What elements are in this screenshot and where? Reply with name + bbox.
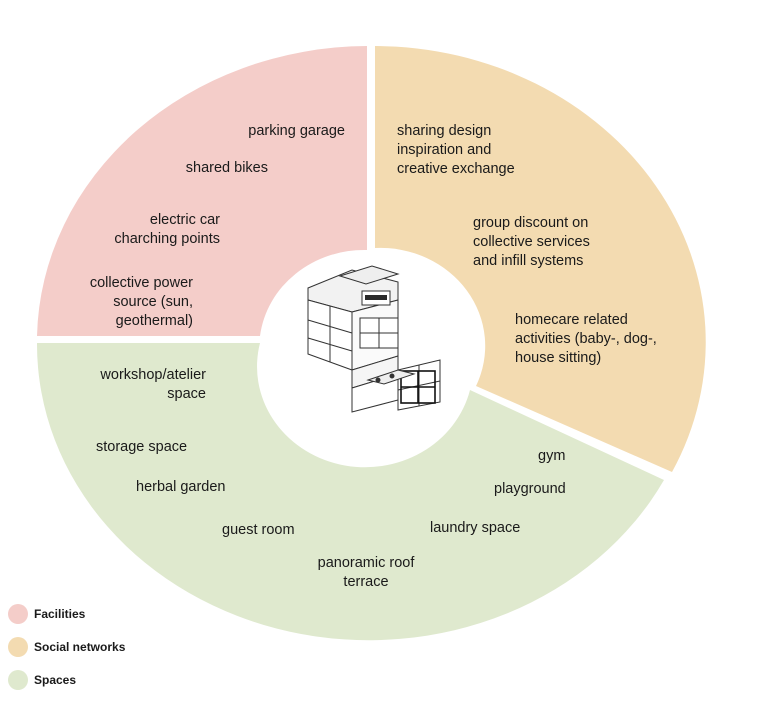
social-label-line: homecare related xyxy=(515,312,628,328)
spaces-label: playground xyxy=(494,481,566,497)
legend-label-facilities: Facilities xyxy=(34,607,86,621)
facilities-label: collective power source (sun, geothermal) xyxy=(90,275,193,329)
spaces-label-line: gym xyxy=(538,448,565,464)
spaces-label: storage space xyxy=(96,439,187,455)
legend-label-social-networks: Social networks xyxy=(34,640,126,654)
social-label-line: collective services xyxy=(473,234,590,250)
legend-label-spaces: Spaces xyxy=(34,673,77,687)
facilities-label: electric car charching points xyxy=(114,212,220,247)
social-label-line: inspiration and xyxy=(397,142,491,158)
legend-swatch-social-networks xyxy=(8,637,28,657)
spaces-segment xyxy=(36,343,665,641)
facilities-label-line: source (sun, xyxy=(113,294,193,310)
spaces-label-line: herbal garden xyxy=(136,479,226,495)
social-label: homecare related activities (baby-, dog-,… xyxy=(515,312,657,366)
spaces-label: workshop/atelier space xyxy=(99,367,206,402)
spaces-label-line: guest room xyxy=(222,522,295,538)
social-label-line: group discount on xyxy=(473,215,588,231)
spaces-label-line: playground xyxy=(494,481,566,497)
social-label-line: and infill systems xyxy=(473,253,583,269)
spaces-label: laundry space xyxy=(430,520,520,536)
spaces-label: guest room xyxy=(222,522,295,538)
spaces-label: herbal garden xyxy=(136,479,226,495)
facilities-label-line: electric car xyxy=(150,212,220,228)
legend-item-social-networks: Social networks xyxy=(8,637,125,657)
legend-item-spaces: Spaces xyxy=(8,670,125,690)
spaces-label-line: storage space xyxy=(96,439,187,455)
spaces-label-line: panoramic roof xyxy=(318,555,416,571)
spaces-label-line: workshop/atelier xyxy=(99,367,206,383)
social-networks-segment xyxy=(375,46,706,472)
legend: Facilities Social networks Spaces xyxy=(8,604,125,703)
stacked-building-icon xyxy=(307,265,441,413)
social-label: group discount on collective services and … xyxy=(473,215,590,269)
legend-item-facilities: Facilities xyxy=(8,604,125,624)
facilities-label: shared bikes xyxy=(186,160,268,176)
social-label-line: house sitting) xyxy=(515,350,601,366)
spaces-label-line: terrace xyxy=(343,574,388,590)
spaces-label-line: laundry space xyxy=(430,520,520,536)
legend-swatch-spaces xyxy=(8,670,28,690)
legend-swatch-facilities xyxy=(8,604,28,624)
spaces-label: gym xyxy=(538,448,565,464)
social-label-line: activities (baby-, dog-, xyxy=(515,331,657,347)
social-label-line: sharing design xyxy=(397,123,491,139)
facilities-label-line: parking garage xyxy=(248,123,345,139)
facilities-label-line: shared bikes xyxy=(186,160,268,176)
social-label: sharing design inspiration and creative ex… xyxy=(397,123,515,177)
spaces-label-line: space xyxy=(167,386,206,402)
facilities-segment xyxy=(37,46,367,336)
facilities-label: parking garage xyxy=(248,123,345,139)
spaces-label: panoramic roof terrace xyxy=(318,555,416,590)
facilities-label-line: geothermal) xyxy=(116,313,193,329)
facilities-label-line: collective power xyxy=(90,275,193,291)
facilities-label-line: charching points xyxy=(114,231,220,247)
social-label-line: creative exchange xyxy=(397,161,515,177)
